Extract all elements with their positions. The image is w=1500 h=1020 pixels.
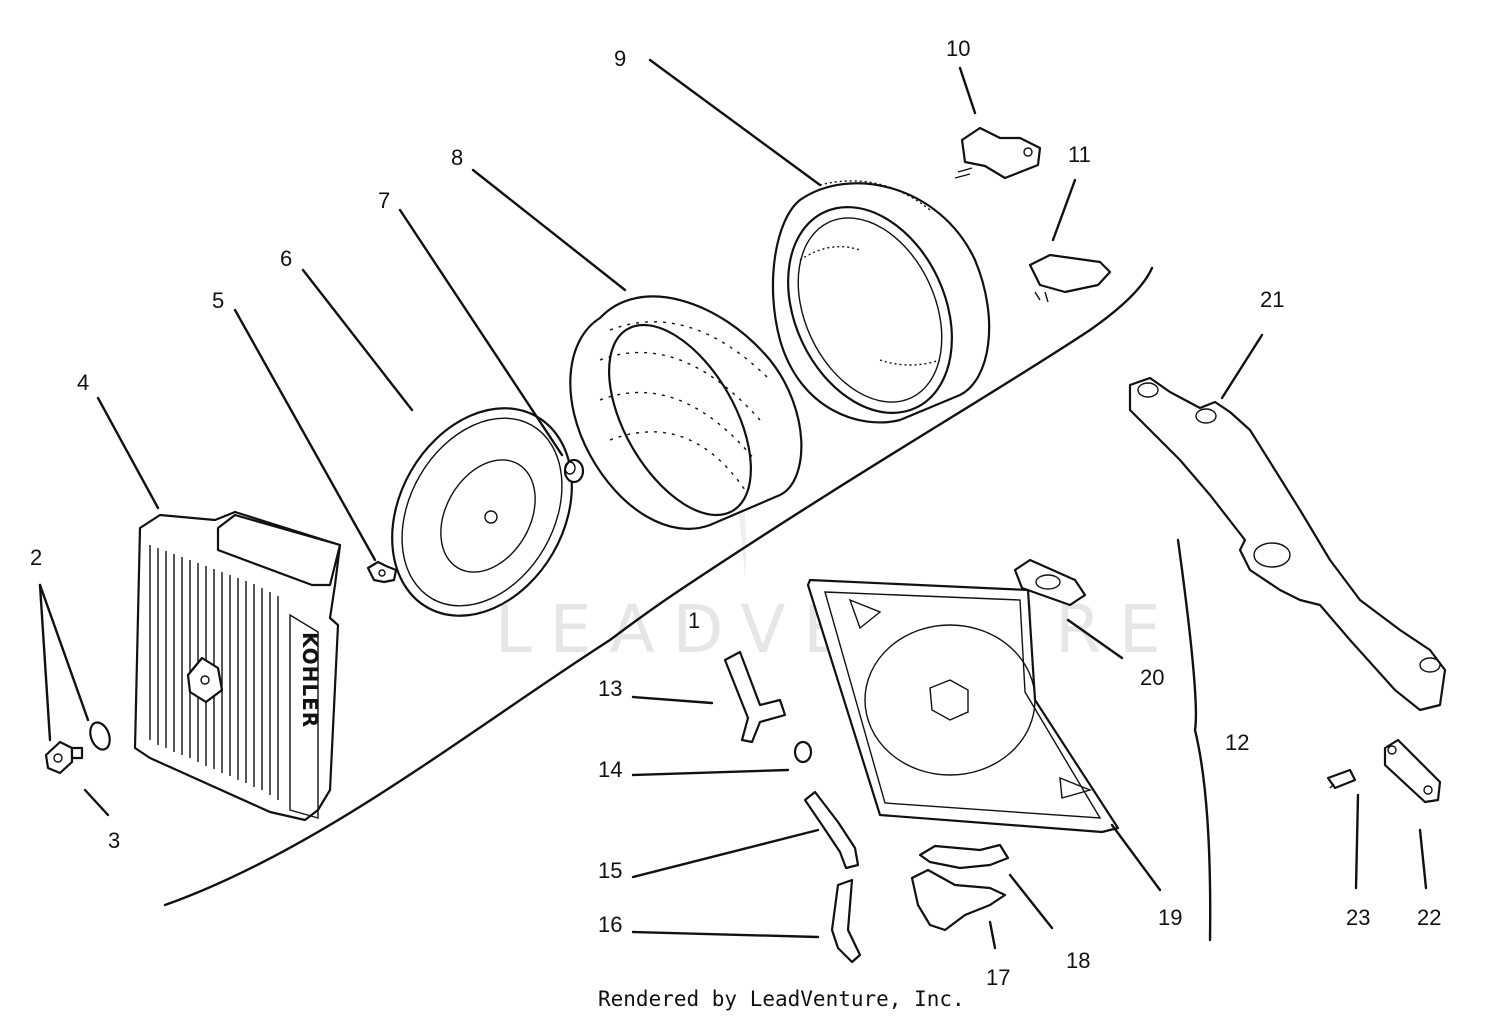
part-base-plate bbox=[806, 578, 1120, 834]
part-bracket-10 bbox=[954, 126, 1042, 180]
callout-22: 22 bbox=[1417, 905, 1441, 930]
part-sleeve bbox=[563, 458, 585, 484]
callout-15: 15 bbox=[598, 858, 622, 883]
part-knob bbox=[44, 740, 84, 775]
bracket-12 bbox=[1176, 538, 1212, 942]
part-paper-element bbox=[771, 180, 991, 424]
callout-13: 13 bbox=[598, 676, 622, 701]
part-manifold bbox=[1128, 376, 1447, 712]
part-cover-plate bbox=[391, 407, 573, 617]
callout-6: 6 bbox=[280, 246, 292, 271]
callout-19: 19 bbox=[1158, 905, 1182, 930]
callout-14: 14 bbox=[598, 757, 622, 782]
footer-credit: Rendered by LeadVenture, Inc. bbox=[598, 987, 965, 1011]
part-wing-nut bbox=[366, 560, 398, 584]
callout-17: 17 bbox=[986, 965, 1010, 990]
callout-9: 9 bbox=[614, 46, 626, 71]
leader-lines bbox=[38, 58, 1428, 950]
part-clamp bbox=[793, 740, 813, 764]
divider-line bbox=[163, 266, 1154, 907]
part-bracket-11 bbox=[1028, 253, 1112, 303]
callout-21: 21 bbox=[1260, 287, 1284, 312]
callout-4: 4 bbox=[77, 370, 89, 395]
part-washer bbox=[89, 721, 111, 751]
callout-7: 7 bbox=[378, 188, 390, 213]
callout-18: 18 bbox=[1066, 948, 1090, 973]
housing-brand-text: KOHLER bbox=[298, 632, 322, 728]
part-foam-precleaner bbox=[569, 295, 803, 530]
part-gasket-20 bbox=[1013, 558, 1087, 607]
part-gasket-22 bbox=[1383, 738, 1442, 804]
callout-1: 1 bbox=[688, 608, 700, 633]
callout-8: 8 bbox=[451, 145, 463, 170]
part-hose-15 bbox=[803, 790, 860, 870]
callout-16: 16 bbox=[598, 912, 622, 937]
part-breather bbox=[910, 868, 1007, 932]
part-hose-16 bbox=[830, 878, 862, 964]
part-air-cleaner-cover: KOHLER bbox=[133, 510, 342, 822]
callout-2: 2 bbox=[30, 545, 42, 570]
callout-11: 11 bbox=[1068, 142, 1091, 167]
callout-5: 5 bbox=[212, 288, 224, 313]
part-elbow bbox=[723, 650, 787, 744]
part-gasket-18 bbox=[918, 843, 1010, 870]
callout-20: 20 bbox=[1140, 665, 1164, 690]
callout-3: 3 bbox=[108, 828, 120, 853]
callout-12: 12 bbox=[1225, 730, 1249, 755]
callouts: 1 2 3 4 5 6 7 8 9 10 11 12 13 14 15 16 1… bbox=[30, 36, 1441, 990]
callout-23: 23 bbox=[1346, 905, 1370, 930]
part-screw bbox=[1326, 768, 1357, 790]
callout-10: 10 bbox=[946, 36, 970, 61]
